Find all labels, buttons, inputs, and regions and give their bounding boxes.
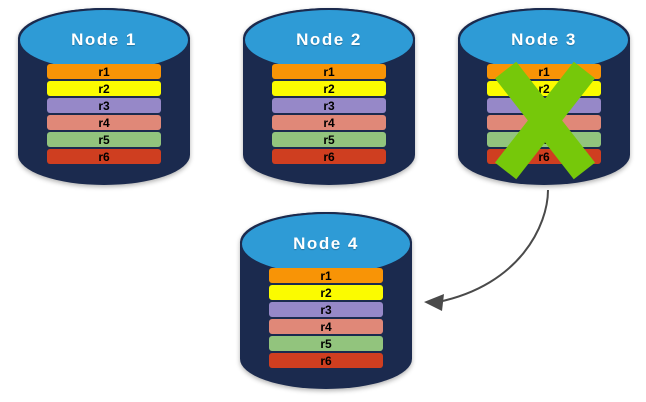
node-2-row-r3[interactable]: r3 [272, 98, 386, 113]
node-4[interactable]: Node 4 r1 r2 r3 r4 r5 r6 [240, 212, 412, 389]
node-1[interactable]: Node 1 r1 r2 r3 r4 r5 r6 [18, 8, 190, 185]
node-4-row-r2[interactable]: r2 [269, 285, 383, 300]
node-2-rows: r1 r2 r3 r4 r5 r6 [243, 64, 415, 164]
node-3-cylinder-top: Node 3 [458, 8, 630, 72]
node-1-row-r1[interactable]: r1 [47, 64, 161, 79]
node-4-rows: r1 r2 r3 r4 r5 r6 [240, 268, 412, 368]
replication-arrow-path [437, 189, 549, 303]
node-1-label: Node 1 [71, 29, 137, 49]
node-2[interactable]: Node 2 r1 r2 r3 r4 r5 r6 [243, 8, 415, 185]
node-2-row-r4[interactable]: r4 [272, 115, 386, 130]
node-3-row-r1[interactable]: r1 [487, 64, 601, 79]
node-2-row-r2[interactable]: r2 [272, 81, 386, 96]
node-2-label: Node 2 [296, 29, 362, 49]
node-1-cylinder-top: Node 1 [18, 8, 190, 72]
node-1-row-r6[interactable]: r6 [47, 149, 161, 164]
node-2-cylinder-top: Node 2 [243, 8, 415, 72]
node-4-row-r6[interactable]: r6 [269, 353, 383, 368]
node-3-rows: r1 r2 r3 r4 r5 r6 [458, 64, 630, 164]
node-3-row-r2[interactable]: r2 [487, 81, 601, 96]
node-2-row-r5[interactable]: r5 [272, 132, 386, 147]
node-3-row-r5[interactable]: r5 [487, 132, 601, 147]
node-4-row-r4[interactable]: r4 [269, 319, 383, 334]
node-1-row-r3[interactable]: r3 [47, 98, 161, 113]
node-2-row-r6[interactable]: r6 [272, 149, 386, 164]
node-1-row-r2[interactable]: r2 [47, 81, 161, 96]
node-4-row-r5[interactable]: r5 [269, 336, 383, 351]
node-4-row-r3[interactable]: r3 [269, 302, 383, 317]
node-3-row-r3[interactable]: r3 [487, 98, 601, 113]
node-4-cylinder-top: Node 4 [240, 212, 412, 276]
node-1-row-r4[interactable]: r4 [47, 115, 161, 130]
replication-arrow-head [424, 294, 444, 311]
node-1-rows: r1 r2 r3 r4 r5 r6 [18, 64, 190, 164]
node-3-row-r6[interactable]: r6 [487, 149, 601, 164]
node-2-row-r1[interactable]: r1 [272, 64, 386, 79]
node-3-row-r4[interactable]: r4 [487, 115, 601, 130]
node-3-label: Node 3 [511, 29, 577, 49]
node-4-row-r1[interactable]: r1 [269, 268, 383, 283]
node-3[interactable]: Node 3 r1 r2 r3 r4 r5 r6 [458, 8, 630, 185]
node-1-row-r5[interactable]: r5 [47, 132, 161, 147]
node-4-label: Node 4 [293, 233, 359, 253]
